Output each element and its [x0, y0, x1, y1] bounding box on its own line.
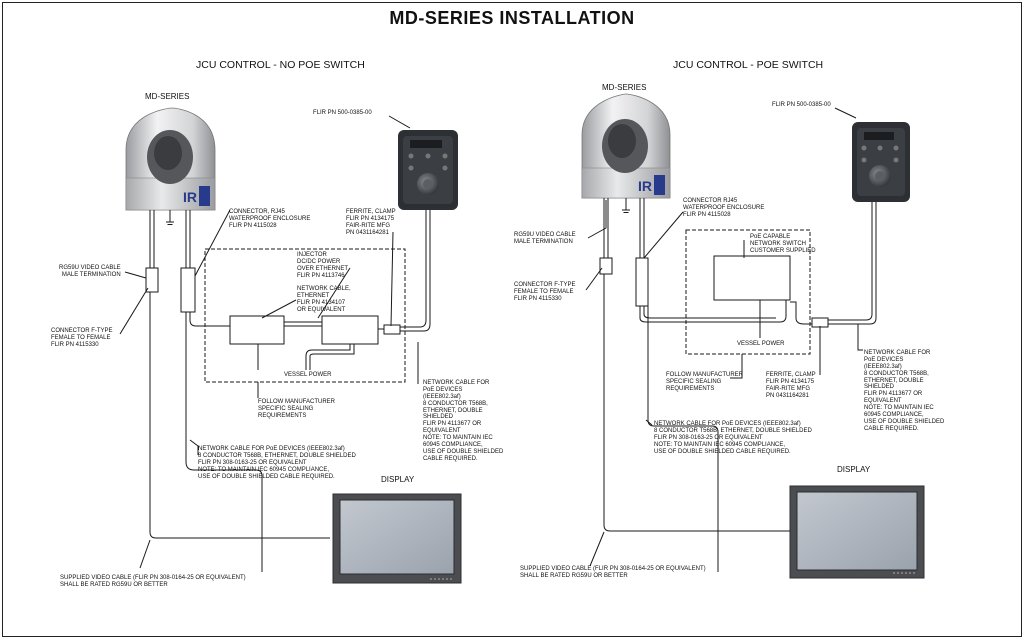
- left-injector-label: INJECTOR DC/DC POWER OVER ETHERNET FLIR …: [297, 252, 349, 279]
- left-vessel-power: VESSEL POWER: [284, 372, 332, 378]
- left-heading: JCU CONTROL - NO POE SWITCH: [196, 59, 365, 71]
- left-poe-cable-bottom: NETWORK CABLE FOR PoE DEVICES (IEEE802.3…: [198, 446, 356, 480]
- left-ethernet-label: NETWORK CABLE, ETHERNET FLIR PN 4134107 …: [297, 286, 351, 313]
- left-rj45-label: CONNECTOR, RJ45 WATERPROOF ENCLOSURE FLI…: [229, 209, 311, 229]
- left-poe-cable-note: NETWORK CABLE FOR PoE DEVICES (IEEE802.3…: [423, 380, 504, 462]
- right-jcu-pn: FLIR PN 500-0385-00: [772, 102, 831, 108]
- right-ftype-label: CONNECTOR F-TYPE FEMALE TO FEMALE FLIR P…: [514, 282, 576, 302]
- left-camera-label: MD-SERIES: [145, 92, 190, 101]
- left-md-camera: IR: [125, 107, 216, 211]
- right-rj45-label: CONNECTOR RJ45 WATERPROOF ENCLOSURE FLIR…: [683, 198, 765, 218]
- right-camera-label: MD-SERIES: [602, 83, 647, 92]
- right-md-camera: IR: [581, 93, 671, 199]
- right-switch-label: PoE CAPABLE NETWORK SWITCH CUSTOMER SUPP…: [750, 234, 816, 254]
- left-video-cable-label: RG59U VIDEO CABLE MALE TERMINATION: [59, 265, 121, 278]
- right-heading: JCU CONTROL - POE SWITCH: [673, 59, 824, 71]
- right-display-label: DISPLAY: [837, 465, 871, 474]
- right-vessel-power: VESSEL POWER: [737, 341, 785, 347]
- right-ferrite-label: FERRITE, CLAMP FLIR PN 4134175 FAIR-RITE…: [766, 372, 816, 399]
- left-sealing-label: FOLLOW MANUFACTURER SPECIFIC SEALING REQ…: [258, 399, 336, 419]
- right-poe-cable-note: NETWORK CABLE FOR PoE DEVICES (IEEE802.3…: [864, 350, 945, 432]
- right-poe-cable-bottom: NETWORK CABLE FOR PoE DEVICES (IEEE802.3…: [654, 421, 812, 455]
- left-display-label: DISPLAY: [381, 475, 415, 484]
- page-title: MD-SERIES INSTALLATION: [389, 8, 635, 28]
- right-panel: IR: [581, 93, 925, 579]
- right-display: [789, 485, 925, 579]
- right-sealing-label: FOLLOW MANUFACTURER SPECIFIC SEALING REQ…: [666, 372, 744, 392]
- svg-text:IR: IR: [638, 178, 652, 194]
- left-panel: IR: [119, 107, 462, 584]
- left-ferrite-label: FERRITE, CLAMP FLIR PN 4134175 FAIR-RITE…: [346, 209, 396, 236]
- right-video-cable-label: RG59U VIDEO CABLE MALE TERMINATION: [514, 232, 576, 245]
- left-jcu-pn: FLIR PN 500-0385-00: [313, 110, 372, 116]
- left-display: [332, 493, 462, 584]
- right-jcu: [852, 122, 910, 202]
- left-jcu: [398, 130, 458, 210]
- right-supplied-cable: SUPPLIED VIDEO CABLE (FLIR PN 308-0164-2…: [520, 566, 706, 579]
- svg-text:IR: IR: [183, 189, 197, 205]
- left-ftype-label: CONNECTOR F-TYPE FEMALE TO FEMALE FLIR P…: [51, 328, 113, 348]
- left-supplied-cable: SUPPLIED VIDEO CABLE (FLIR PN 308-0164-2…: [60, 575, 246, 588]
